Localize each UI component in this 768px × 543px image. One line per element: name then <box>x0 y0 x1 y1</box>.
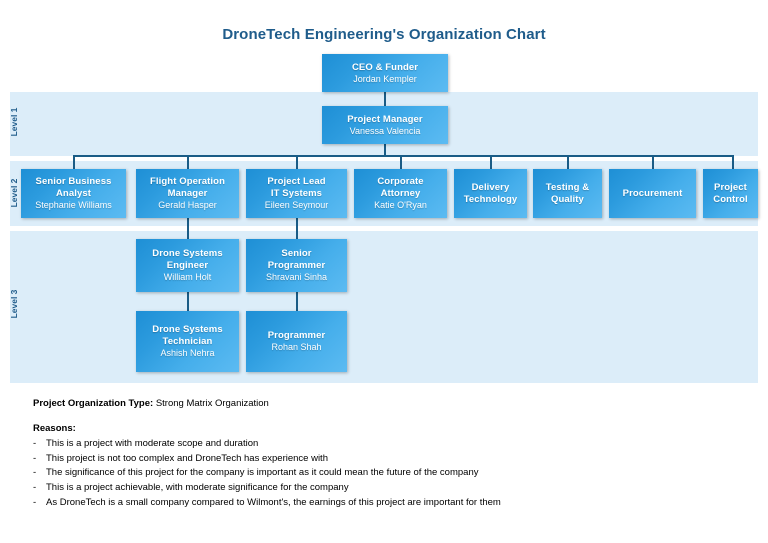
org-node-title: CEO & Funder <box>351 61 419 73</box>
connector-drop-l2-4 <box>400 155 402 170</box>
org-node-title: Delivery Technology <box>463 182 518 205</box>
page-title: DroneTech Engineering's Organization Cha… <box>222 26 546 43</box>
reason-item: -As DroneTech is a small company compare… <box>33 496 733 511</box>
org-node-person: Eileen Seymour <box>264 199 329 210</box>
reason-item: -This is a project with moderate scope a… <box>33 437 733 452</box>
org-node-project-lead-it-systems[interactable]: Project Lead IT Systems Eileen Seymour <box>246 169 347 218</box>
org-node-senior-programmer[interactable]: Senior Programmer Shravani Sinha <box>246 239 347 292</box>
org-node-title: Drone Systems Technician <box>152 324 223 347</box>
org-node-person: Katie O'Ryan <box>374 199 427 210</box>
org-node-ceo[interactable]: CEO & Funder Jordan Kempler <box>322 54 448 92</box>
level-label-3: Level 3 <box>9 289 19 319</box>
org-node-person: Shravani Sinha <box>265 271 328 282</box>
org-node-person: Vanessa Valencia <box>349 125 421 136</box>
org-node-title: Programmer <box>267 330 326 342</box>
org-node-person: Ashish Nehra <box>160 347 215 358</box>
connector-drop-l2-3 <box>296 155 298 170</box>
org-node-senior-business-analyst[interactable]: Senior Business Analyst Stephanie Willia… <box>21 169 126 218</box>
reason-text: This project is not too complex and Dron… <box>46 452 328 464</box>
reason-bullet: - <box>33 482 37 494</box>
org-node-testing-quality[interactable]: Testing & Quality <box>533 169 602 218</box>
reason-bullet: - <box>33 496 37 508</box>
org-node-title: Project Manager <box>347 113 423 125</box>
reason-text: The significance of this project for the… <box>46 467 479 479</box>
org-type-label: Project Organization Type: <box>33 398 154 409</box>
reason-bullet: - <box>33 452 37 464</box>
org-node-title: Project Control <box>713 182 748 205</box>
connector-drop-l2-2 <box>187 155 189 170</box>
org-node-title: Corporate Attorney <box>377 176 424 199</box>
org-node-drone-systems-engineer[interactable]: Drone Systems Engineer William Holt <box>136 239 239 292</box>
connector-l3-2-to-l4-2 <box>296 292 298 312</box>
level-band-3 <box>10 231 758 383</box>
connector-level2-bus <box>73 155 734 157</box>
org-node-person: Stephanie Williams <box>35 199 112 210</box>
org-node-corporate-attorney[interactable]: Corporate Attorney Katie O'Ryan <box>354 169 447 218</box>
org-node-person: Gerald Hasper <box>158 199 217 210</box>
connector-ceo-to-pm <box>384 92 386 108</box>
org-node-person: Rohan Shah <box>271 342 322 353</box>
reason-bullet: - <box>33 438 37 449</box>
org-node-programmer[interactable]: Programmer Rohan Shah <box>246 311 347 372</box>
org-node-delivery-technology[interactable]: Delivery Technology <box>454 169 527 218</box>
org-node-person: William Holt <box>163 271 212 282</box>
org-node-procurement[interactable]: Procurement <box>609 169 696 218</box>
org-node-drone-systems-technician[interactable]: Drone Systems Technician Ashish Nehra <box>136 311 239 372</box>
connector-drop-l2-8 <box>732 155 734 170</box>
org-node-project-manager[interactable]: Project Manager Vanessa Valencia <box>322 106 448 144</box>
connector-drop-l2-1 <box>73 155 75 170</box>
org-node-person: Jordan Kempler <box>353 73 417 84</box>
reason-text: This is a project with moderate scope an… <box>46 438 259 449</box>
org-node-title: Testing & Quality <box>545 182 590 205</box>
connector-l2-3-to-l3-2 <box>296 218 298 240</box>
reason-text: As DroneTech is a small company compared… <box>46 496 501 508</box>
connector-drop-l2-7 <box>652 155 654 170</box>
org-type-value: Strong Matrix Organization <box>155 398 269 409</box>
reasons-heading: Reasons: <box>33 423 76 434</box>
org-node-title: Flight Operation Manager <box>150 176 225 199</box>
org-type-line: Project Organization Type: Strong Matrix… <box>33 398 733 409</box>
reason-item: -This project is not too complex and Dro… <box>33 452 733 467</box>
reason-text: This is a project achievable, with moder… <box>46 482 349 494</box>
reason-bullet: - <box>33 467 37 479</box>
org-node-title: Senior Business Analyst <box>35 176 112 199</box>
reason-item: -The significance of this project for th… <box>33 466 733 481</box>
level-label-2: Level 2 <box>9 178 19 208</box>
org-node-title: Senior Programmer <box>267 248 326 271</box>
reason-item: -This is a project achievable, with mode… <box>33 481 733 496</box>
connector-pm-down <box>384 143 386 155</box>
level-label-1: Level 1 <box>9 107 19 137</box>
org-node-title: Project Lead IT Systems <box>267 176 326 199</box>
connector-l3-1-to-l4-1 <box>187 292 189 312</box>
org-node-flight-operation-manager[interactable]: Flight Operation Manager Gerald Hasper <box>136 169 239 218</box>
connector-drop-l2-5 <box>490 155 492 170</box>
org-node-title: Procurement <box>622 187 683 199</box>
org-node-project-control[interactable]: Project Control <box>703 169 758 218</box>
footer-notes: Project Organization Type: Strong Matrix… <box>33 398 733 511</box>
connector-drop-l2-6 <box>567 155 569 170</box>
connector-l2-2-to-l3-1 <box>187 218 189 240</box>
org-node-title: Drone Systems Engineer <box>152 248 223 271</box>
